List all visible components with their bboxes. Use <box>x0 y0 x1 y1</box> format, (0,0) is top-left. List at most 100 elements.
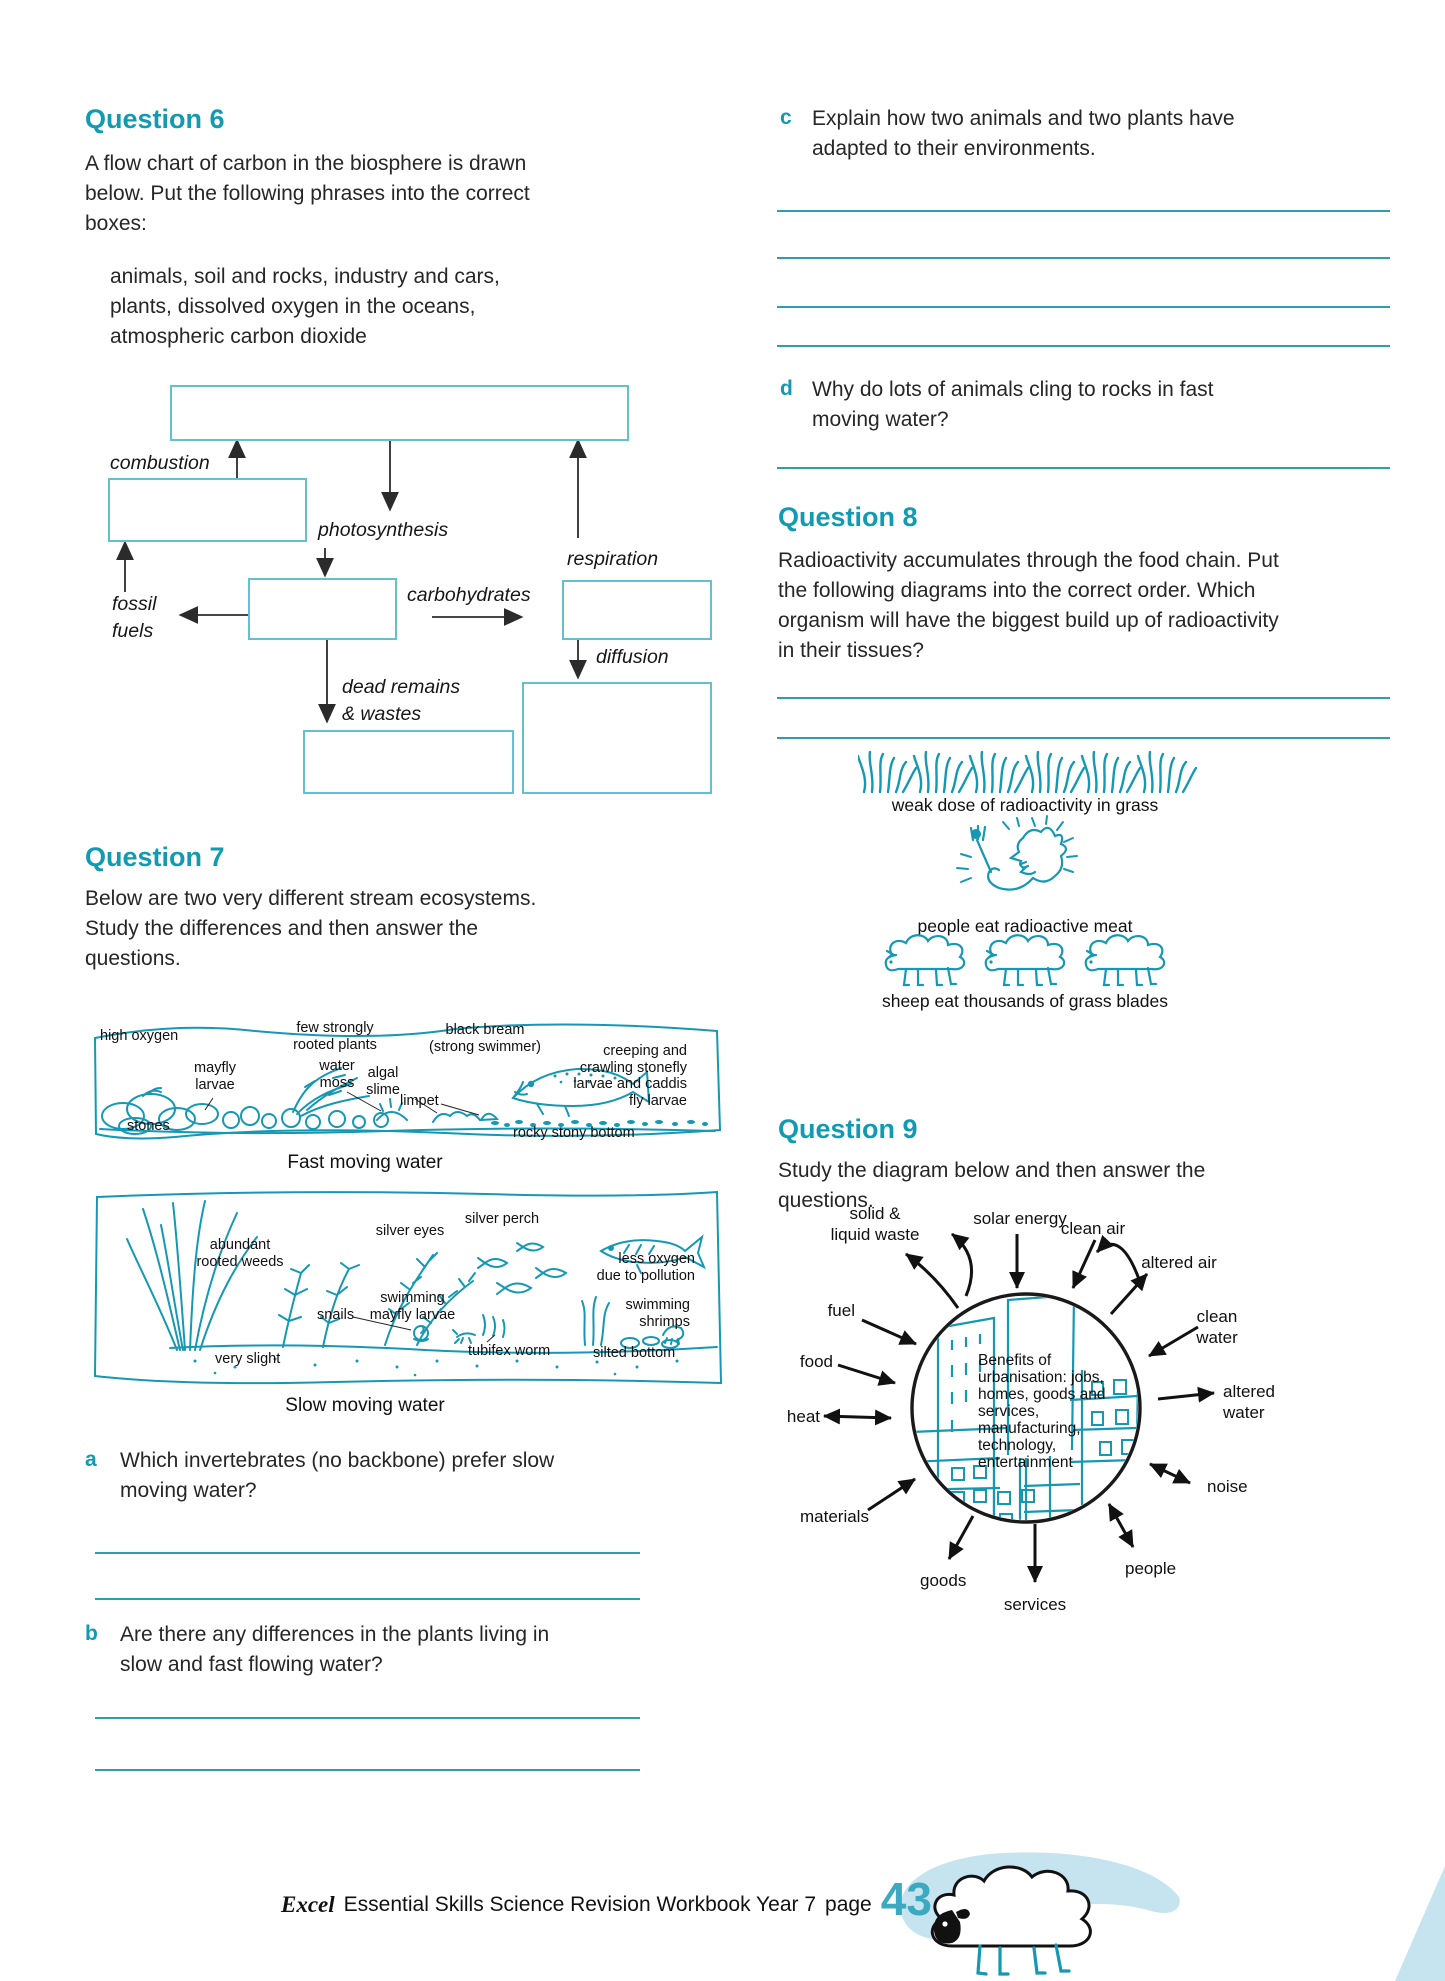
question-d-letter: d <box>780 377 793 400</box>
flowchart-arrows <box>116 438 587 724</box>
label-goods: goods <box>920 1571 967 1590</box>
label-tubifex-worm: tubifex worm <box>468 1343 551 1359</box>
label-abundant-weeds: abundant rooted weeds <box>196 1237 284 1270</box>
question-6-phrases: animals, soil and rocks, industry and ca… <box>110 265 500 348</box>
label-water-moss: water moss <box>319 1058 355 1091</box>
answer-line[interactable] <box>777 257 1390 259</box>
label-altered-air: altered air <box>1141 1253 1217 1272</box>
footer-title: Essential Skills Science Revision Workbo… <box>343 1893 817 1916</box>
flow-box-right[interactable] <box>562 580 712 640</box>
question-8-heading: Question 8 <box>778 502 918 532</box>
label-respiration: respiration <box>567 548 659 570</box>
label-altered-water: altered water <box>1223 1382 1275 1422</box>
label-materials: materials <box>800 1507 869 1526</box>
corner-wedge-decoration <box>1395 1866 1445 1981</box>
urbanisation-art <box>823 1232 1215 1583</box>
question-b-letter: b <box>85 1622 98 1645</box>
answer-line[interactable] <box>95 1598 640 1600</box>
label-clean-air: clean air <box>1060 1219 1126 1238</box>
label-dead-remains: dead remains & wastes <box>342 676 461 725</box>
label-silver-perch: silver perch <box>464 1211 540 1227</box>
label-very-slight: very slight <box>215 1351 281 1367</box>
speckle-bottom <box>491 1120 708 1127</box>
flow-box-left[interactable] <box>108 478 307 542</box>
question-c-text: Explain how two animals and two plants h… <box>812 107 1235 160</box>
flow-box-top[interactable] <box>170 385 629 441</box>
label-stones: stones <box>127 1118 170 1134</box>
label-black-bream: black bream (strong swimmer) <box>429 1022 541 1055</box>
question-a-text: Which invertebrates (no backbone) prefer… <box>120 1449 555 1502</box>
label-mayfly-larvae: mayfly larvae <box>194 1060 236 1093</box>
label-snails: snails <box>317 1307 355 1323</box>
label-fossil-fuels: fossil fuels <box>112 593 157 642</box>
flow-box-middle[interactable] <box>248 578 397 640</box>
label-limpet: limpet <box>400 1093 439 1109</box>
question-c-letter: c <box>780 106 792 129</box>
label-swimming-mayfly: swimming mayfly larvae <box>369 1290 456 1323</box>
slow-water-art <box>93 1190 723 1385</box>
label-diffusion: diffusion <box>596 646 669 668</box>
question-6-intro: A flow chart of carbon in the biosphere … <box>85 152 530 235</box>
question-9-heading: Question 9 <box>778 1114 918 1144</box>
label-silted-bottom: silted bottom <box>593 1345 676 1361</box>
sheep-row-art <box>884 934 1166 987</box>
answer-line[interactable] <box>95 1717 640 1719</box>
urbanisation-center-text: Benefits of urbanisation: jobs, homes, g… <box>978 1352 1106 1471</box>
answer-line[interactable] <box>95 1769 640 1771</box>
question-d-text: Why do lots of animals cling to rocks in… <box>812 378 1214 431</box>
question-6-heading: Question 6 <box>85 104 225 134</box>
people-caption: people eat radioactive meat <box>917 916 1133 936</box>
answer-line[interactable] <box>777 345 1390 347</box>
label-solar-energy: solar energy <box>973 1209 1067 1228</box>
label-swimming-shrimps: swimming shrimps <box>625 1297 690 1330</box>
carbon-cycle-flowchart: combustion fossil fuels photosynthesis c… <box>85 380 730 805</box>
label-photosynthesis: photosynthesis <box>318 519 449 541</box>
answer-line[interactable] <box>777 697 1390 699</box>
label-food: food <box>799 1352 833 1371</box>
label-less-oxygen: less oxygen due to pollution <box>596 1251 695 1284</box>
answer-line[interactable] <box>777 210 1390 212</box>
label-people: people <box>1125 1559 1177 1578</box>
question-7-intro: Below are two very different stream ecos… <box>85 887 537 970</box>
grass-caption: weak dose of radioactivity in grass <box>891 795 1159 815</box>
person-eating-art <box>956 815 1078 891</box>
label-heat: heat <box>786 1407 820 1426</box>
label-carbohydrates: carbohydrates <box>407 584 531 606</box>
answer-line[interactable] <box>95 1552 640 1554</box>
question-8-intro: Radioactivity accumulates through the fo… <box>778 549 1279 662</box>
answer-line[interactable] <box>777 306 1390 308</box>
footer-brand: Excel <box>281 1892 335 1917</box>
label-combustion: combustion <box>110 452 210 474</box>
flow-box-bottom-right[interactable] <box>522 682 712 794</box>
fast-water-diagram: high oxygen few strongly rooted plants b… <box>85 1012 725 1150</box>
question-a-letter: a <box>85 1448 97 1471</box>
sheep-decoration <box>930 1865 1092 1976</box>
radioactive-grass-art <box>858 750 1198 794</box>
fast-water-caption: Fast moving water <box>287 1152 443 1173</box>
slow-water-diagram: abundant rooted weeds silver eyes silver… <box>85 1185 725 1393</box>
label-silver-eyes: silver eyes <box>375 1223 445 1239</box>
sheep-caption: sheep eat thousands of grass blades <box>881 991 1169 1011</box>
answer-line[interactable] <box>777 737 1390 739</box>
question-9-intro: Study the diagram below and then answer … <box>778 1159 1206 1212</box>
page-footer: Excel Essential Skills Science Revision … <box>281 1873 932 1925</box>
flow-box-bottom-left[interactable] <box>303 730 514 794</box>
label-noise: noise <box>1207 1477 1248 1496</box>
page-number: 43 <box>880 1873 932 1925</box>
label-stonefly-larvae: creeping and crawling stonefly larvae an… <box>573 1043 687 1109</box>
question-7-heading: Question 7 <box>85 842 225 872</box>
footer-page-word: page <box>825 1893 872 1916</box>
answer-line[interactable] <box>777 467 1390 469</box>
label-clean-water: clean water <box>1196 1307 1238 1347</box>
urbanisation-diagram: Benefits of urbanisation: jobs, homes, g… <box>770 1200 1410 1770</box>
label-services: services <box>1003 1595 1067 1614</box>
fast-water-art <box>93 1023 722 1140</box>
label-few-rooted-plants: few strongly rooted plants <box>293 1020 377 1053</box>
label-solid-liquid-waste: solid & liquid waste <box>830 1204 920 1244</box>
label-fuel: fuel <box>827 1301 855 1320</box>
label-high-oxygen: high oxygen <box>100 1028 179 1044</box>
slow-water-caption: Slow moving water <box>285 1395 445 1416</box>
label-rocky-bottom: rocky stony bottom <box>513 1125 635 1141</box>
label-algal-slime: algal slime <box>366 1065 400 1098</box>
